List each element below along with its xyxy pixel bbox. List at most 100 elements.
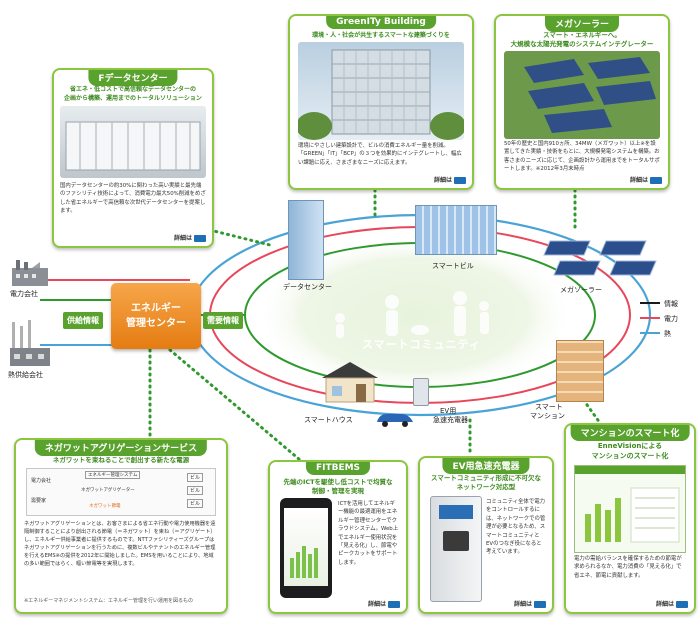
more-label: 詳細は [173, 235, 192, 242]
smart-mansion-label1: スマート [535, 403, 563, 411]
card-fitbems-more[interactable]: 詳細は [368, 599, 400, 608]
power-company-label: 電力会社 [10, 290, 38, 298]
card-ev-subtitle2: ネットワーク対応型 [456, 483, 516, 491]
more-label: 詳細は [629, 177, 648, 184]
card-negawatt-footnote: ※エネルギーマネジメントシステム：エネルギー管理を行い運用を図るもの [24, 598, 194, 604]
ev-car [375, 408, 415, 428]
card-building-subtitle: 環境・人・社会が共生するスマートな建築づくりを [312, 32, 450, 39]
connector-datacenter [208, 228, 272, 247]
arrow-icon [676, 601, 688, 608]
arrow-icon [650, 177, 662, 184]
legend-heat: 熱 [664, 330, 671, 338]
car-icon [377, 414, 413, 427]
smartphone-photo [280, 498, 332, 598]
smart-building-label: スマートビル [432, 262, 474, 270]
card-ev-body: コミュニティ全体で電力をコントロールするには、ネットワークでの管理が必要となるた… [486, 499, 546, 556]
diagram-left1: 電力会社 [31, 478, 52, 484]
datacenter-photo [60, 106, 206, 178]
card-ev: EV用急速充電器 スマートコミュニティ形成に不可欠な ネットワーク対応型 コミュ… [418, 456, 554, 614]
smart-mansion [556, 340, 604, 402]
card-megasolar: メガソーラー スマート・エネルギーへ。 大規模な太陽光発電のシステムインテグレー… [494, 14, 670, 190]
datacenter-building [288, 200, 324, 280]
card-datacenter-more[interactable]: 詳細は [174, 233, 206, 242]
card-datacenter-title: Fデータセンター [88, 70, 178, 86]
diagram-top: エネルギー管理システム [85, 471, 141, 479]
megasolar-panels [540, 235, 668, 283]
arrow-icon [388, 601, 400, 608]
smart-mansion-label2: マンション [530, 412, 565, 420]
diagram-r3: ビル [187, 499, 204, 508]
card-negawatt-subtitle: ネガワットを束ねることで創出する新たな電源 [52, 456, 190, 464]
card-mansion-subtitle2: マンションのスマート化 [591, 452, 669, 460]
energy-management-center: エネルギー 管理センター [111, 283, 201, 349]
ev-charger-label1: EV用 [440, 407, 457, 415]
card-building-title: GreenITy Building [326, 16, 436, 29]
card-megasolar-title: メガソーラー [544, 16, 620, 32]
card-ev-more[interactable]: 詳細は [514, 599, 546, 608]
heat-company-label: 熱供給会社 [8, 371, 43, 379]
card-datacenter-subtitle2: 企画から構築、運用までのトータルソリューション [64, 95, 202, 102]
megasolar-label: メガソーラー [560, 286, 602, 294]
ev-charger-photo [430, 496, 482, 602]
building-photo [298, 42, 464, 140]
ev-charger-station [413, 378, 429, 406]
card-fitbems-title: FITBEMS [305, 462, 371, 475]
card-datacenter-subtitle1: 省エネ・低コストで高信頼なデータセンターの [69, 86, 196, 93]
center-line1: エネルギー [131, 303, 181, 314]
diagram-r2: ビル [187, 486, 204, 495]
diagram-mid: ネガワットアグリゲーター [81, 488, 135, 493]
more-label: 詳細は [367, 601, 386, 608]
card-mansion-subtitle1: EnneVisionによる [597, 442, 663, 450]
community-glow [255, 235, 575, 395]
ev-charger-label2: 急速充電器 [433, 416, 468, 424]
heat-plant-icon [10, 320, 50, 366]
card-fitbems-body: ICTを活用してエネルギー機能の最適運用をエネルギー管理センターでクラウドシステ… [338, 501, 399, 566]
card-negawatt-body: ネガワットアグリゲーションとは、お客さまによる省エネ行動や電力使用機器を遠隔制御… [24, 521, 216, 568]
smart-building [415, 205, 497, 255]
more-label: 詳細は [513, 601, 532, 608]
negawatt-diagram: 電力会社 需要家 エネルギー管理システム ネガワットアグリゲーター ネガワット節… [26, 468, 216, 516]
card-fitbems-subtitle1: 先端のICTを駆使し低コストで均質な [283, 478, 393, 486]
card-building-body: 環境にやさしい建築設計で、ビルの消費エネルギー量を削減。「GREEN」「IT」「… [298, 143, 462, 166]
solar-panel-icon [543, 240, 657, 276]
ennevision-screen [574, 465, 686, 553]
card-mansion-more[interactable]: 詳細は [656, 599, 688, 608]
card-negawatt: ネガワットアグリゲーションサービス ネガワットを束ねることで創出する新たな電源 … [14, 438, 228, 614]
card-mansion-title: マンションのスマート化 [570, 425, 690, 441]
connector-fitbems [168, 348, 302, 462]
more-label: 詳細は [433, 177, 452, 184]
card-megasolar-body: 50年の歴史と国内910ヵ所、34MW（メガワット）以上※を設置してきた実績・技… [504, 141, 660, 173]
power-company [10, 258, 50, 292]
diagram-left2: 需要家 [31, 498, 47, 504]
house-icon [322, 362, 378, 403]
card-fitbems: FITBEMS 先端のICTを駆使し低コストで均質な 制御・管理を実現 ICTを… [268, 460, 408, 614]
card-ev-subtitle1: スマートコミュニティ形成に不可欠な [431, 474, 541, 482]
card-datacenter: Fデータセンター 省エネ・低コストで高信頼なデータセンターの 企画から構築、運用… [52, 68, 214, 248]
legend-info: 情報 [664, 300, 678, 308]
card-megasolar-more[interactable]: 詳細は [630, 175, 662, 184]
diagram-bottom: ネガワット節電 [89, 504, 121, 509]
megasolar-photo [504, 51, 660, 139]
card-mansion-body: 電力の需給バランスを確保するための節電が求められるなか、電力消費の「見える化」で… [574, 556, 682, 579]
card-mansion: マンションのスマート化 EnneVisionによる マンションのスマート化 電力… [564, 423, 696, 614]
card-megasolar-subtitle2: 大規模な太陽光発電のシステムインテグレーター [510, 40, 654, 48]
factory-icon [12, 260, 48, 286]
card-ev-title: EV用急速充電器 [442, 458, 530, 474]
smart-house [318, 358, 382, 404]
supply-info-label: 供給情報 [63, 312, 103, 329]
arrow-icon [534, 601, 546, 608]
heat-company [8, 318, 52, 368]
card-fitbems-subtitle2: 制御・管理を実現 [312, 487, 364, 495]
legend-power: 電力 [664, 315, 678, 323]
arrow-icon [454, 177, 466, 184]
card-building-more[interactable]: 詳細は [434, 175, 466, 184]
card-datacenter-body: 国内データセンターの約30%に関わった高い実績と最先端のファシリティ技術によって… [60, 183, 206, 215]
community-label: スマートコミュニティ [362, 338, 482, 351]
card-megasolar-subtitle1: スマート・エネルギーへ。 [543, 31, 621, 39]
datacenter-label: データセンター [283, 283, 332, 291]
arrow-icon [194, 235, 206, 242]
card-negawatt-title: ネガワットアグリゲーションサービス [34, 440, 208, 456]
card-building: GreenITy Building 環境・人・社会が共生するスマートな建築づくり… [288, 14, 474, 190]
smart-house-label: スマートハウス [304, 416, 353, 424]
demand-info-label: 需要情報 [203, 312, 243, 329]
